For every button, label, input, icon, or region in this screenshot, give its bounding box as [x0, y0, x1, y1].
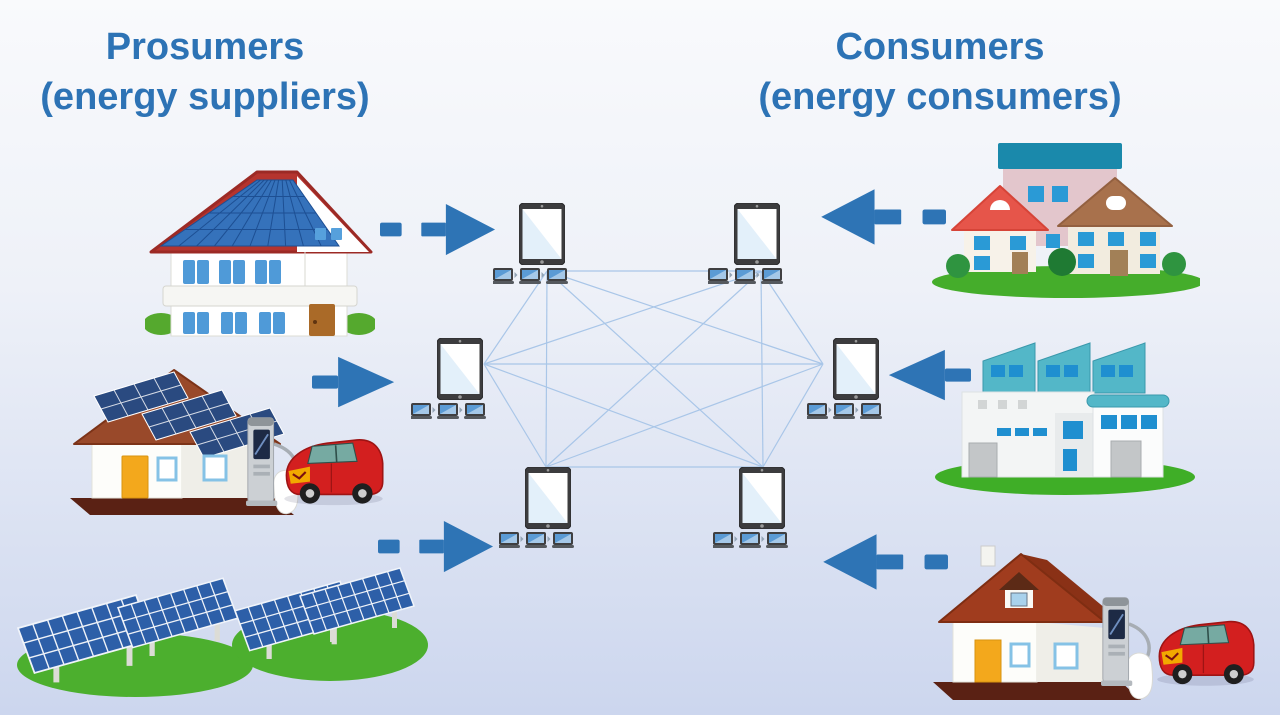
network-node-top-right: [708, 203, 784, 285]
network-node-top-left: [493, 203, 569, 285]
door: [968, 442, 998, 478]
bush: [1048, 248, 1076, 276]
consumers-title: Consumers (energy consumers): [705, 22, 1175, 122]
prosumers-title-line2: (energy suppliers): [40, 76, 370, 118]
tablet-icon: [833, 338, 879, 400]
house-ev-charger-car-illustration: [925, 542, 1280, 707]
linked-computers-icon: [708, 267, 784, 285]
door: [974, 639, 1002, 683]
solar-panel-farm-illustration: [10, 542, 455, 702]
solar-panel-house-illustration: [145, 162, 375, 337]
residential-houses-illustration: [928, 138, 1200, 298]
consumers-title-line2: (energy consumers): [758, 76, 1122, 118]
sawtooth-roof: [982, 342, 1146, 394]
linked-computers-icon: [493, 267, 569, 285]
prosumers-title: Prosumers (energy suppliers): [10, 22, 400, 122]
consumers-title-line1: Consumers: [835, 26, 1045, 68]
red-car: [283, 438, 384, 507]
linked-computers-icon: [713, 531, 789, 549]
door: [309, 304, 335, 336]
door: [121, 455, 149, 499]
dashed-left-arrow-icon: [818, 186, 946, 248]
door: [1012, 252, 1028, 274]
dormer: [999, 572, 1039, 608]
tablet-icon: [739, 467, 785, 529]
linked-computers-icon: [499, 531, 575, 549]
tablet-icon: [437, 338, 483, 400]
tablet-icon: [519, 203, 565, 265]
ev-charger: [1100, 596, 1134, 687]
tablet-icon: [525, 467, 571, 529]
door: [1110, 440, 1142, 478]
prosumers-title-line1: Prosumers: [105, 26, 305, 68]
solar-house-ev-charger-car-illustration: [68, 352, 433, 522]
windows: [183, 260, 285, 334]
ev-charger: [245, 416, 279, 507]
network-node-mid-right: [807, 338, 883, 420]
tablet-icon: [734, 203, 780, 265]
network-node-bottom-left: [499, 467, 575, 549]
factory-illustration: [933, 325, 1198, 500]
red-car: [1156, 620, 1255, 687]
bush: [946, 254, 970, 278]
linked-computers-icon: [807, 402, 883, 420]
bush: [1162, 252, 1186, 276]
door: [1110, 250, 1128, 276]
network-node-bottom-right: [713, 467, 789, 549]
dashed-right-arrow-icon: [380, 201, 498, 258]
